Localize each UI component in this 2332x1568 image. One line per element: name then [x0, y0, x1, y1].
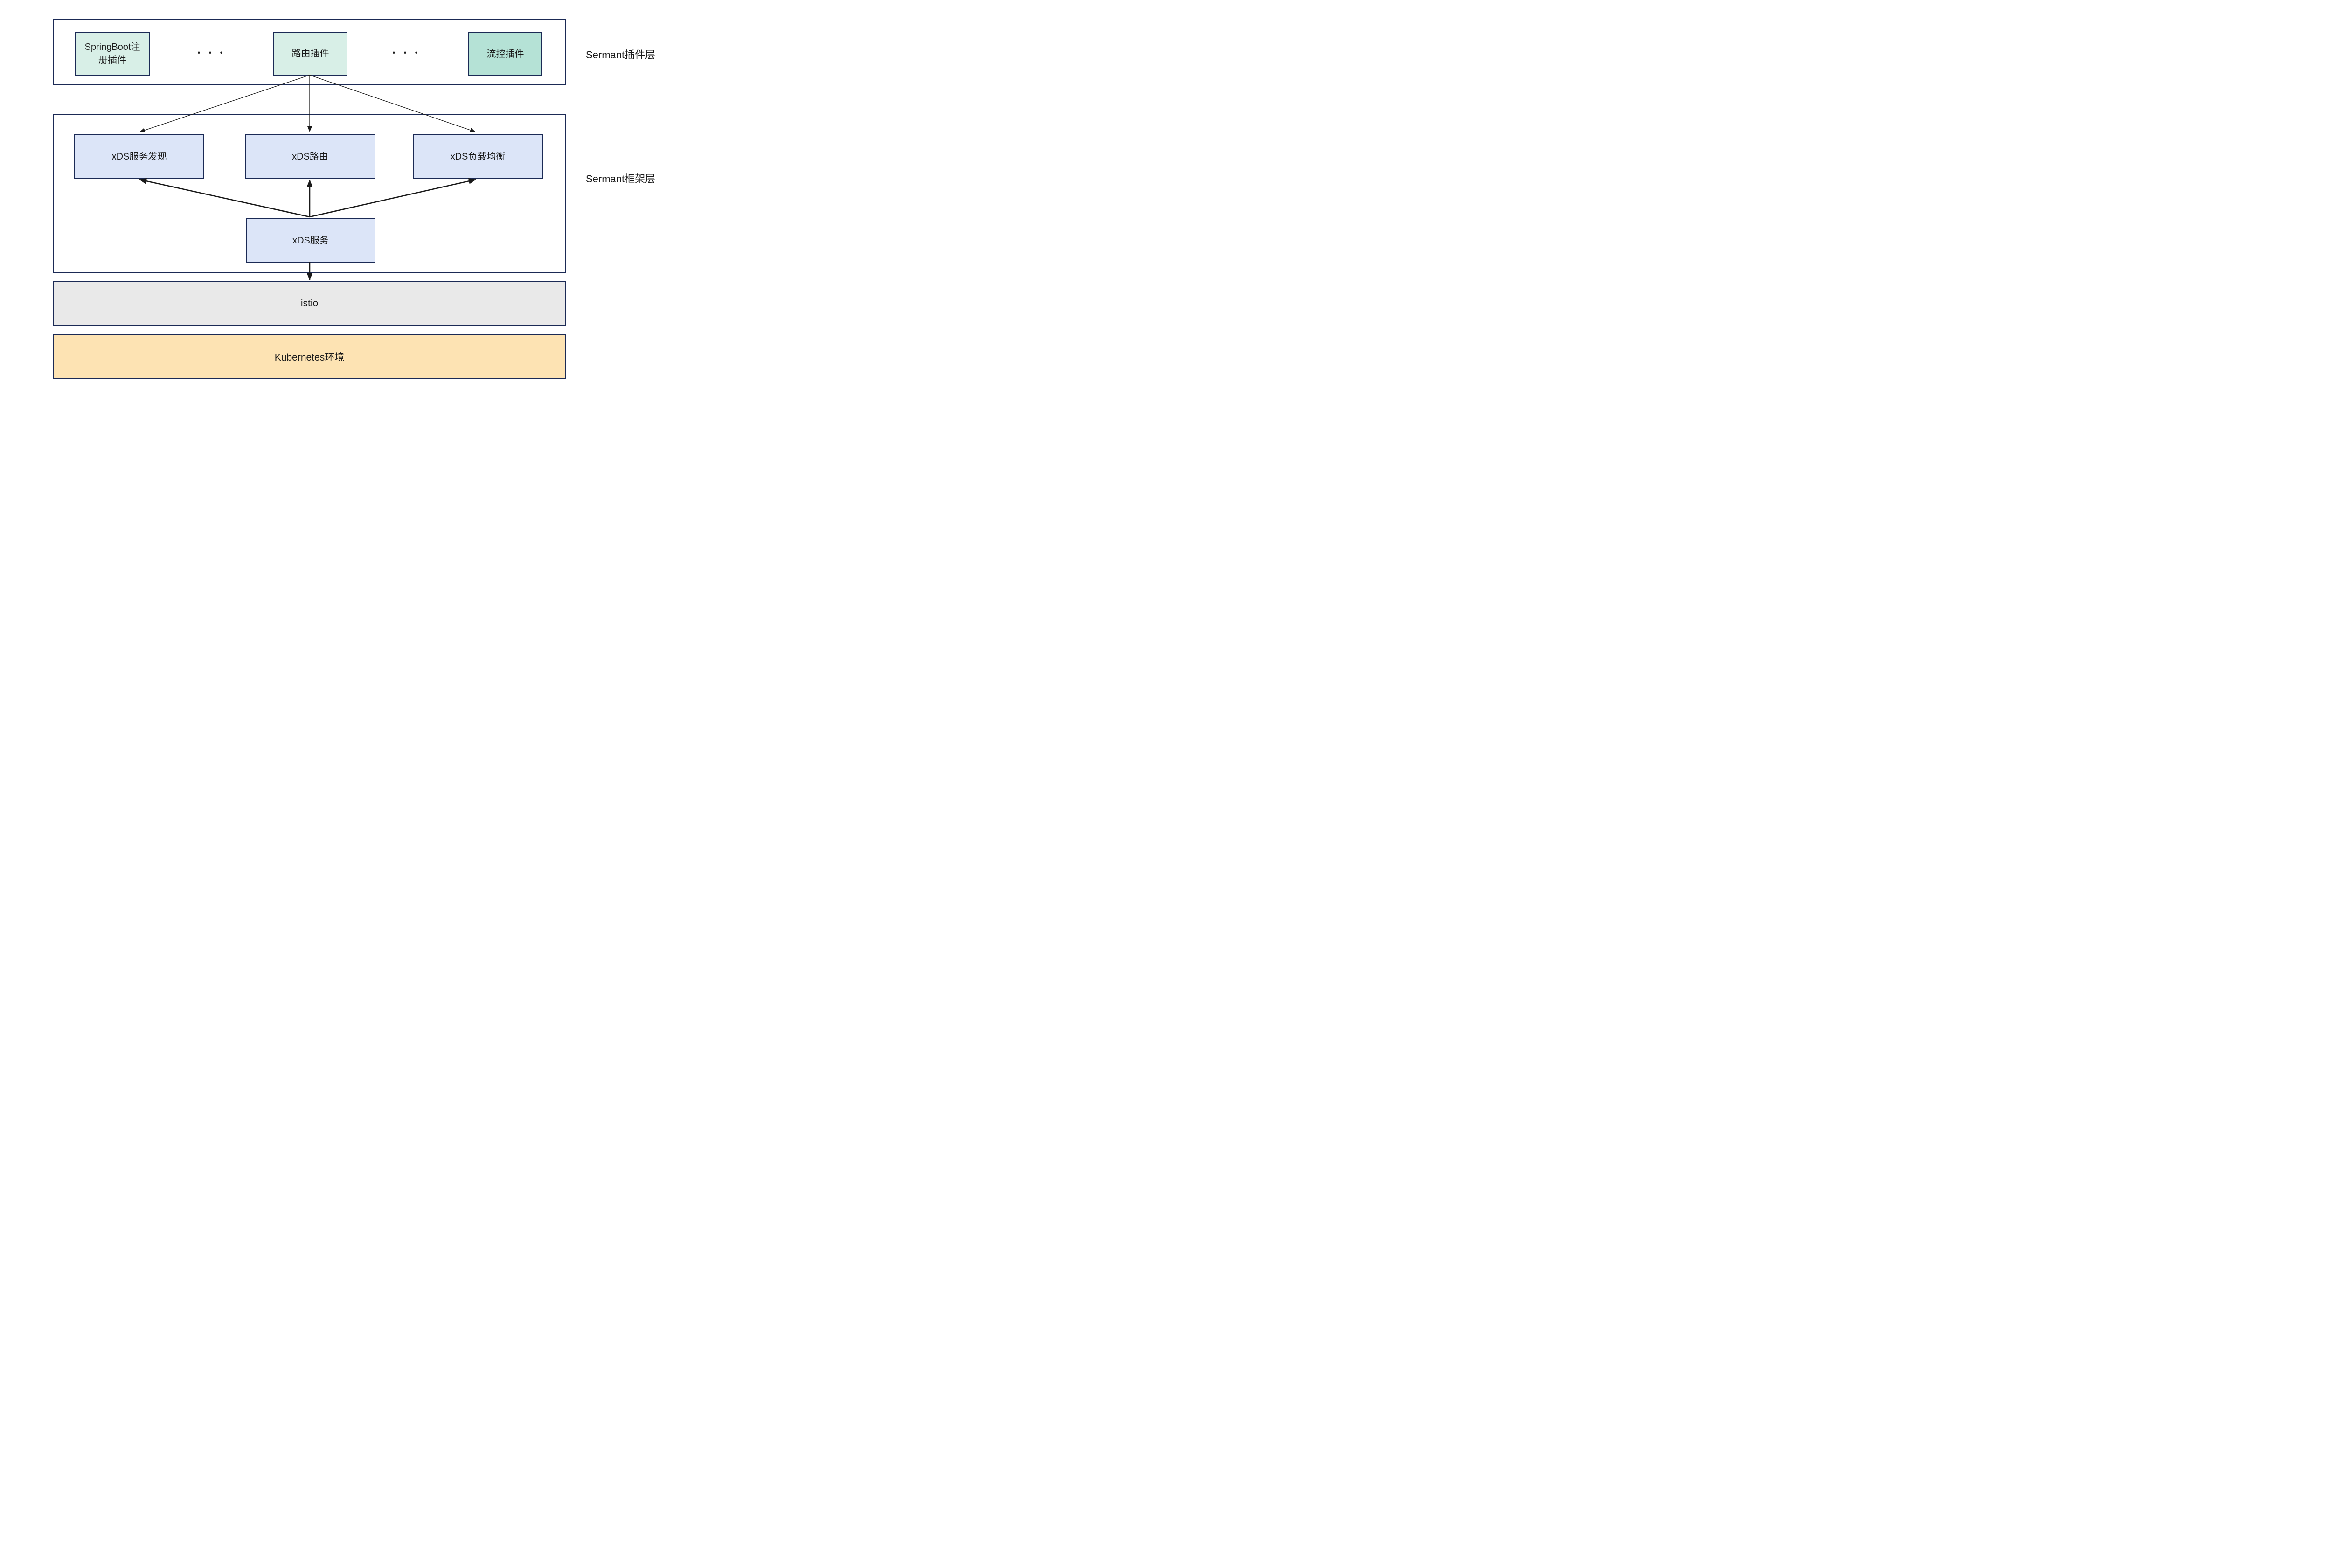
framework-layer-container: xDS服务发现 xDS路由 xDS负载均衡 xDS服务	[53, 114, 566, 273]
istio-layer-bar: istio	[53, 281, 566, 326]
framework-box-xds-service-discovery: xDS服务发现	[74, 134, 204, 179]
plugin-ellipsis-right: • • •	[392, 49, 421, 57]
plugin-box-springboot-registry: SpringBoot注册插件	[75, 32, 150, 76]
plugin-box-flow-control: 流控插件	[468, 32, 542, 76]
framework-layer-label: Sermant框架层	[586, 173, 656, 185]
plugin-box-routing: 路由插件	[273, 32, 347, 76]
plugin-layer-container: SpringBoot注册插件 • • • 路由插件 • • • 流控插件	[53, 19, 566, 85]
plugin-ellipsis-left: • • •	[197, 49, 226, 57]
diagram-canvas: SpringBoot注册插件 • • • 路由插件 • • • 流控插件 xDS…	[0, 0, 691, 392]
framework-box-xds-routing: xDS路由	[245, 134, 375, 179]
istio-label: istio	[300, 298, 319, 309]
kubernetes-layer-bar: Kubernetes环境	[53, 334, 566, 379]
framework-box-xds-load-balancing: xDS负载均衡	[413, 134, 543, 179]
plugin-layer-label: Sermant插件层	[586, 49, 656, 61]
kubernetes-label: Kubernetes环境	[274, 352, 345, 363]
framework-box-xds-service: xDS服务	[246, 218, 375, 263]
